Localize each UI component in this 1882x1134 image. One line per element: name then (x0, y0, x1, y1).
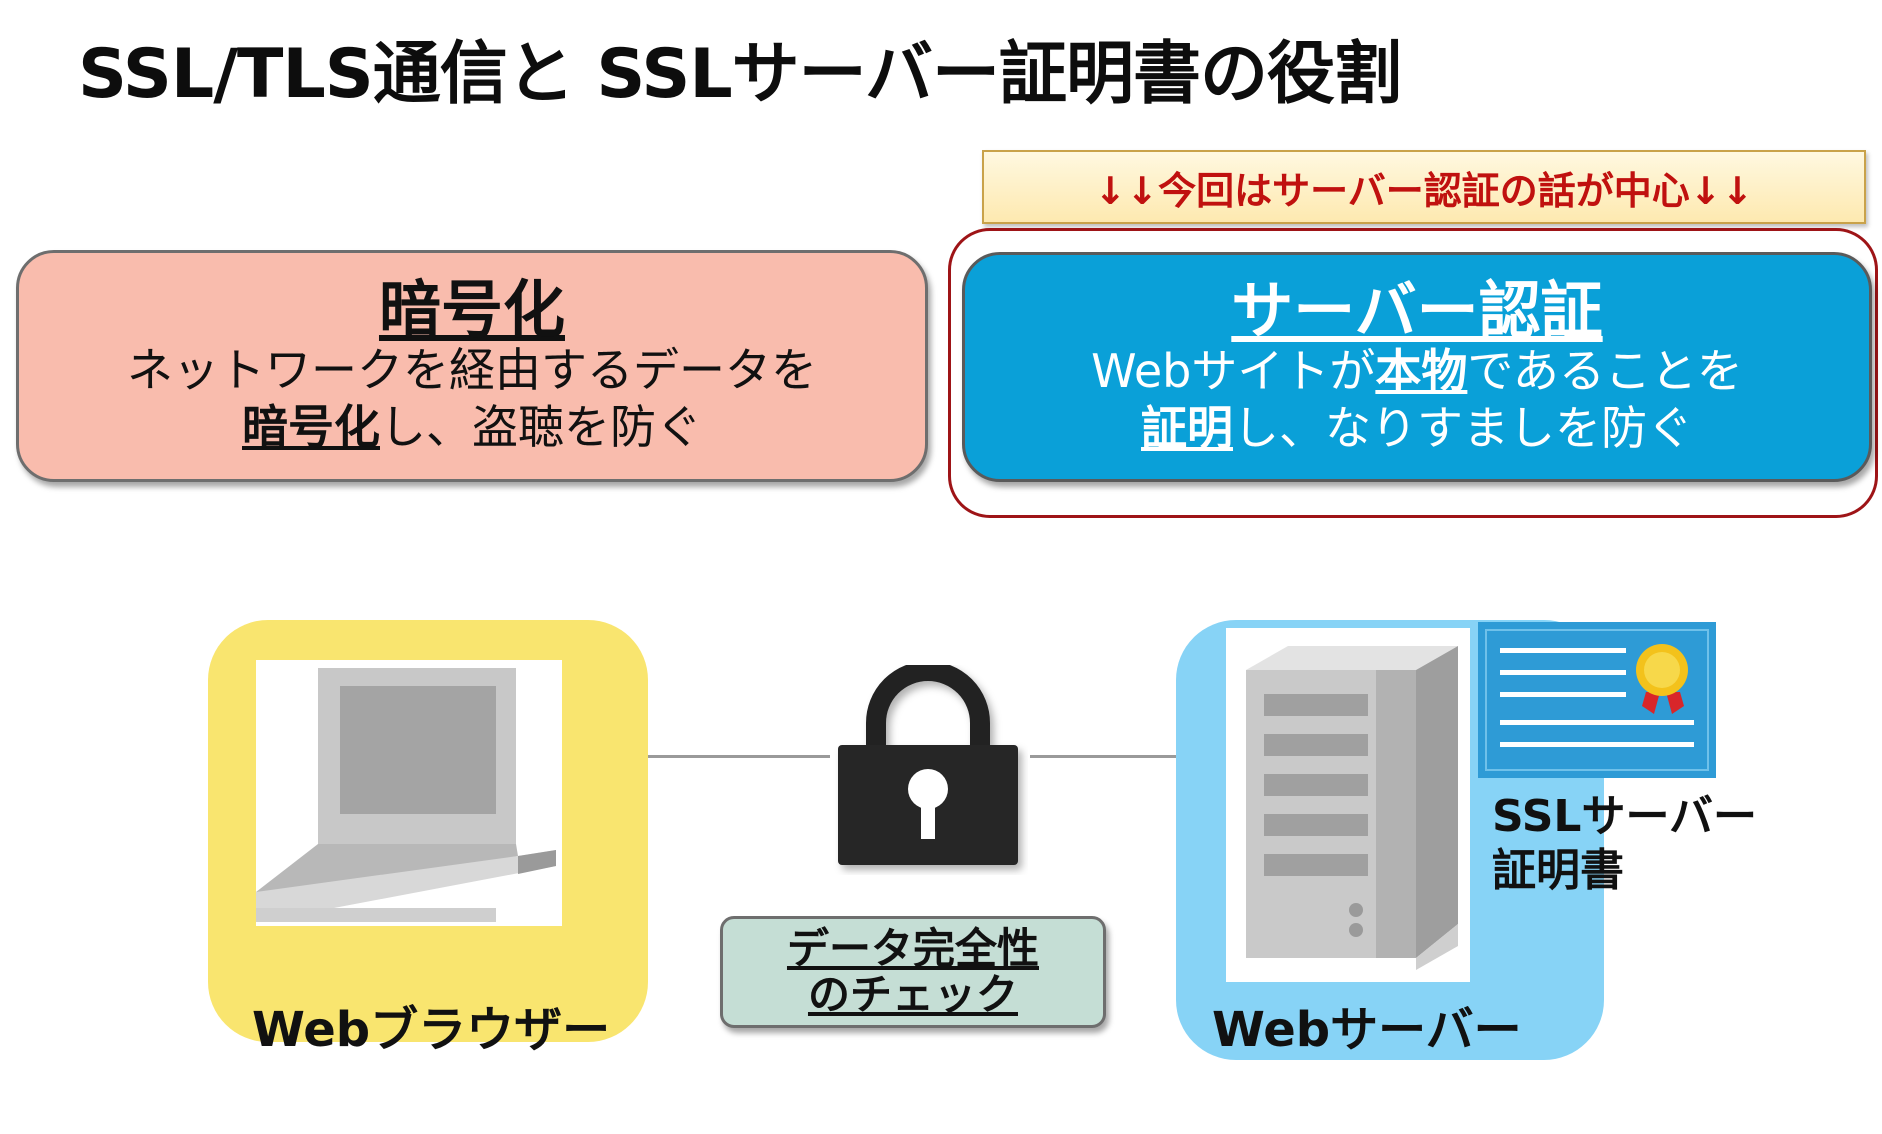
server-auth-emphasis-2: 証明 (1141, 400, 1233, 455)
certificate-icon (1478, 622, 1716, 778)
server-auth-box: サーバー認証 Webサイトが本物であることを 証明し、なりすましを防ぐ (962, 252, 1872, 482)
page-title: SSL/TLS通信と SSLサーバー証明書の役割 (78, 35, 1402, 114)
certificate-label-line-2: 証明書 (1492, 844, 1624, 896)
server-connector-line (1030, 755, 1230, 758)
encryption-line-2-rest: し、盗聴を防ぐ (380, 399, 702, 454)
browser-connector-line (560, 755, 830, 758)
integrity-check-box: データ完全性 のチェック (720, 916, 1106, 1028)
encryption-emphasis: 暗号化 (242, 399, 380, 454)
certificate (1478, 622, 1716, 778)
encryption-heading: 暗号化 (378, 273, 565, 347)
server-auth-line-2: 証明し、なりすましを防ぐ (1141, 400, 1693, 456)
encryption-box: 暗号化 ネットワークを経由するデータを 暗号化し、盗聴を防ぐ (16, 250, 928, 482)
server-tower-icon (1246, 646, 1458, 970)
focus-banner: ↓↓今回はサーバー認証の話が中心↓↓ (982, 150, 1866, 224)
server-auth-highlight-outline (948, 228, 1878, 518)
laptop-frame (256, 660, 562, 926)
server-auth-emphasis-1: 本物 (1375, 344, 1468, 399)
server-frame (1226, 628, 1470, 982)
padlock (828, 661, 1028, 875)
encryption-line-2: 暗号化し、盗聴を防ぐ (242, 399, 702, 455)
integrity-line-2: のチェック (807, 970, 1018, 1019)
server-auth-line-1: Webサイトが本物であることを (1091, 343, 1743, 399)
server-auth-line-1-pre: Webサイトが (1091, 344, 1376, 399)
server-auth-line-1-post: であることを (1467, 344, 1743, 399)
certificate-label: SSLサーバー 証明書 (1492, 790, 1757, 897)
padlock-icon (838, 661, 1018, 865)
server-auth-line-2-rest: し、なりすましを防ぐ (1233, 400, 1693, 455)
browser-label: Webブラウザー (252, 1002, 611, 1058)
server-label: Webサーバー (1212, 1002, 1522, 1058)
encryption-line-1: ネットワークを経由するデータを (127, 343, 817, 398)
laptop-icon (256, 668, 556, 922)
integrity-line-1: データ完全性 (786, 923, 1039, 973)
certificate-label-line-1: SSLサーバー (1492, 791, 1757, 842)
server-auth-heading: サーバー認証 (1231, 274, 1603, 348)
